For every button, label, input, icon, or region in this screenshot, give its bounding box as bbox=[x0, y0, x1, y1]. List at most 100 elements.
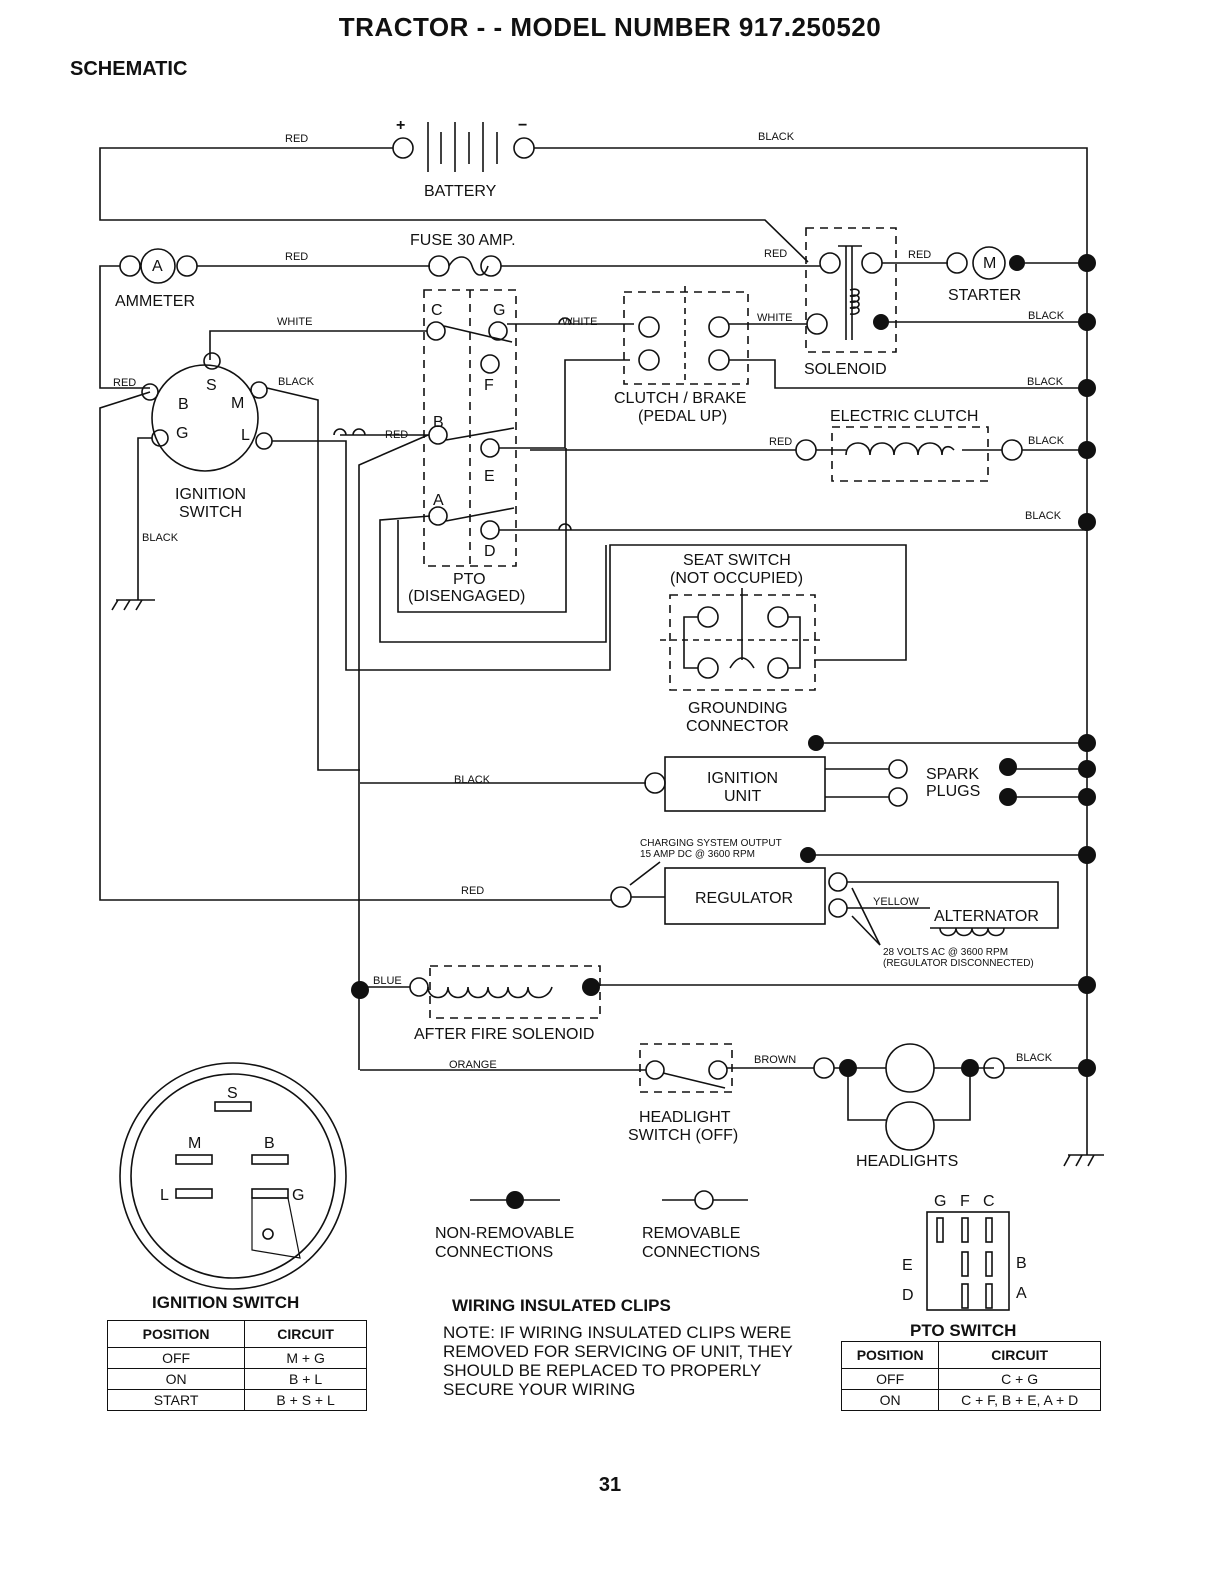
wire-label-black: BLACK bbox=[454, 774, 491, 786]
pto-detail-a: A bbox=[1016, 1285, 1027, 1302]
ignition-table-title: IGNITION SWITCH bbox=[152, 1293, 299, 1312]
wire-label-red: RED bbox=[285, 133, 308, 145]
clutch-brake-label-1: CLUTCH / BRAKE bbox=[614, 390, 746, 407]
wire-label-red: RED bbox=[113, 377, 136, 389]
table-cell: ON bbox=[106, 1368, 246, 1390]
pto-terminal-e: E bbox=[484, 468, 495, 485]
ign-terminal-l: L bbox=[241, 427, 250, 444]
table-cell: C + G bbox=[938, 1368, 1101, 1390]
pto-terminal-c: C bbox=[431, 302, 443, 319]
ign-terminal-g: G bbox=[176, 425, 188, 442]
headlight-switch-label-2: SWITCH (OFF) bbox=[628, 1127, 738, 1144]
alternator-volts-2: (REGULATOR DISCONNECTED) bbox=[883, 958, 1034, 969]
headlights-label: HEADLIGHTS bbox=[856, 1153, 958, 1170]
wire-label-black: BLACK bbox=[1016, 1052, 1053, 1064]
wire-label-red: RED bbox=[908, 249, 931, 261]
ignition-switch-label-1: IGNITION bbox=[175, 486, 246, 503]
wire-label-black: BLACK bbox=[1028, 435, 1065, 447]
wire-label-red: RED bbox=[385, 429, 408, 441]
battery-positive-terminal bbox=[392, 137, 414, 159]
pto-terminal-f: F bbox=[484, 377, 494, 394]
ignition-unit-label-1: IGNITION bbox=[707, 770, 778, 787]
headlight-switch-label-1: HEADLIGHT bbox=[639, 1109, 731, 1126]
pto-detail-b: B bbox=[1016, 1255, 1027, 1272]
battery-minus-label: − bbox=[518, 117, 527, 134]
wire-label-red: RED bbox=[769, 436, 792, 448]
wire-label-red: RED bbox=[461, 885, 484, 897]
pto-terminal-d: D bbox=[484, 543, 496, 560]
ign-detail-l: L bbox=[160, 1187, 169, 1204]
pto-table-header-circuit: CIRCUIT bbox=[938, 1341, 1101, 1369]
battery-negative-terminal bbox=[513, 137, 535, 159]
pto-detail-g: G bbox=[934, 1193, 946, 1210]
seat-switch-label-1: SEAT SWITCH bbox=[683, 552, 791, 569]
pto-switch-table: POSITION CIRCUIT OFF C + G ON C + F, B +… bbox=[840, 1341, 1101, 1411]
ign-detail-m: M bbox=[188, 1135, 201, 1152]
wiring-clips-note: NOTE: IF WIRING INSULATED CLIPS WERE REM… bbox=[443, 1323, 793, 1399]
grounding-label-2: CONNECTOR bbox=[686, 718, 789, 735]
wire-label-blue: BLUE bbox=[373, 975, 402, 987]
ign-terminal-b: B bbox=[178, 396, 189, 413]
table-cell: M + G bbox=[244, 1347, 367, 1369]
clutch-brake-label-2: (PEDAL UP) bbox=[638, 408, 727, 425]
pto-terminal-a: A bbox=[433, 492, 444, 509]
alternator-label: ALTERNATOR bbox=[934, 908, 1039, 925]
solenoid-box bbox=[805, 227, 897, 353]
wire-battery-black-ground-bus bbox=[534, 147, 1088, 1140]
pto-table-title: PTO SWITCH bbox=[910, 1321, 1016, 1340]
after-fire-coil bbox=[427, 986, 553, 999]
wire-ignition-regulator-red bbox=[99, 391, 612, 901]
wire-ignition-pto-white bbox=[209, 330, 427, 360]
pto-detail-e: E bbox=[902, 1257, 913, 1274]
charging-label-1: CHARGING SYSTEM OUTPUT bbox=[640, 838, 782, 849]
pto-terminal-g: G bbox=[493, 302, 505, 319]
wire-label-white: WHITE bbox=[757, 312, 792, 324]
pto-terminal-b: B bbox=[433, 414, 444, 431]
table-row: OFF M + G bbox=[106, 1347, 367, 1369]
table-cell: START bbox=[106, 1389, 246, 1411]
grounding-label-1: GROUNDING bbox=[688, 700, 788, 717]
ignition-switch-label-2: SWITCH bbox=[179, 504, 242, 521]
regulator-box bbox=[664, 867, 826, 925]
starter-motor bbox=[972, 246, 1006, 280]
wire-label-black: BLACK bbox=[1025, 510, 1062, 522]
alternator-volts-1: 28 VOLTS AC @ 3600 RPM bbox=[883, 947, 1008, 958]
wire-label-white: WHITE bbox=[562, 316, 597, 328]
pto-label-1: PTO bbox=[453, 571, 486, 588]
wire-label-yellow: YELLOW bbox=[873, 896, 919, 908]
ign-detail-g: G bbox=[292, 1187, 304, 1204]
wiring-clips-title: WIRING INSULATED CLIPS bbox=[452, 1296, 671, 1315]
ign-detail-b: B bbox=[264, 1135, 275, 1152]
headlight-switch-box bbox=[639, 1043, 733, 1093]
after-fire-solenoid-box bbox=[429, 965, 601, 1019]
wire-label-black: BLACK bbox=[278, 376, 315, 388]
wire-label-white: WHITE bbox=[277, 316, 312, 328]
wire-label-black: BLACK bbox=[758, 131, 795, 143]
non-removable-connections bbox=[351, 254, 1096, 1209]
wire-label-black: BLACK bbox=[1028, 310, 1065, 322]
table-cell: C + F, B + E, A + D bbox=[938, 1389, 1101, 1411]
ammeter bbox=[140, 248, 176, 284]
pto-switch-detail-box bbox=[926, 1211, 1010, 1311]
page-number: 31 bbox=[598, 1474, 622, 1496]
ign-terminal-s: S bbox=[206, 377, 217, 394]
legend-removable-1: REMOVABLE bbox=[642, 1225, 740, 1242]
ignition-switch-detail-outer bbox=[119, 1062, 347, 1290]
pto-detail-f: F bbox=[960, 1193, 970, 1210]
wire-label-red: RED bbox=[764, 248, 787, 260]
fuse-label: FUSE 30 AMP. bbox=[410, 232, 516, 249]
table-cell: B + S + L bbox=[244, 1389, 367, 1411]
ammeter-label: AMMETER bbox=[115, 293, 195, 310]
schematic-labels: + − BATTERY FUSE 30 AMP. A AMMETER M STA… bbox=[113, 117, 1065, 1340]
after-fire-label: AFTER FIRE SOLENOID bbox=[414, 1026, 594, 1043]
legend-non-removable-2: CONNECTIONS bbox=[435, 1244, 553, 1261]
wire-label-brown: BROWN bbox=[754, 1054, 796, 1066]
table-row: START B + S + L bbox=[106, 1389, 367, 1411]
ignition-switch-body bbox=[151, 364, 259, 472]
pto-label-2: (DISENGAGED) bbox=[408, 588, 525, 605]
headlight-lower bbox=[885, 1101, 935, 1151]
wire-label-black: BLACK bbox=[1027, 376, 1064, 388]
ign-terminal-m: M bbox=[231, 395, 244, 412]
ignition-unit-label-2: UNIT bbox=[724, 788, 762, 805]
